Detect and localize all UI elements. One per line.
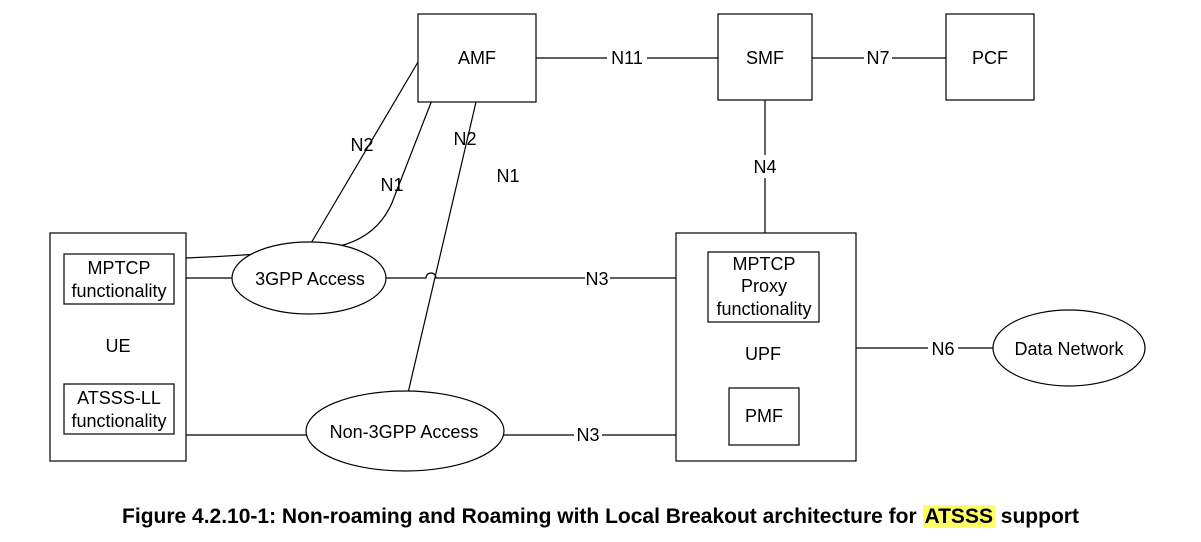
smf-label: SMF <box>746 48 784 68</box>
data-network-node <box>992 309 1146 387</box>
data-network-label: Data Network <box>1014 339 1124 359</box>
access-non3gpp-label: Non-3GPP Access <box>330 422 479 442</box>
access-3gpp-node <box>231 241 387 315</box>
ue-label: UE <box>105 336 130 356</box>
caption-prefix: Figure 4.2.10-1: Non-roaming and Roaming… <box>122 505 923 528</box>
node-labels: AMF SMF PCF MPTCP functionality UE ATSSS… <box>71 48 1124 442</box>
upf-proxy-box <box>707 251 820 323</box>
ue-mptcp-box <box>63 253 175 305</box>
ue-mptcp-label-2: functionality <box>71 281 166 301</box>
n1-non3gpp-label: N1 <box>496 166 519 186</box>
caption-suffix: support <box>994 505 1079 528</box>
n2-non3gpp-label: N2 <box>453 129 476 149</box>
smf-node <box>717 13 813 101</box>
upf-label: UPF <box>745 344 781 364</box>
pmf-box <box>728 387 800 446</box>
upf-proxy-label-2: Proxy <box>741 276 787 296</box>
n3-non3gpp-label: N3 <box>576 425 599 445</box>
amf-node <box>417 13 537 103</box>
architecture-diagram: AMF SMF PCF MPTCP functionality UE ATSSS… <box>49 13 1146 472</box>
ue-atsss-box <box>63 383 175 435</box>
ue-atsss-label-1: ATSSS-LL <box>77 388 161 408</box>
n6-label: N6 <box>931 339 954 359</box>
upf-proxy-label-3: functionality <box>716 299 811 319</box>
figure-caption: Figure 4.2.10-1: Non-roaming and Roaming… <box>0 505 1201 529</box>
nodes <box>49 13 1146 472</box>
edges <box>185 57 993 436</box>
n2-3gpp-label: N2 <box>350 135 373 155</box>
ue-atsss-label-2: functionality <box>71 411 166 431</box>
pcf-label: PCF <box>972 48 1008 68</box>
access-3gpp-label: 3GPP Access <box>255 269 365 289</box>
edge-amf-non3gpp-n2 <box>407 101 477 394</box>
ue-mptcp-label-1: MPTCP <box>88 258 151 278</box>
access-non3gpp-node <box>305 390 505 472</box>
caption-highlight: ATSSS <box>922 505 995 528</box>
pmf-label: PMF <box>745 406 783 426</box>
upf-proxy-label-1: MPTCP <box>733 254 796 274</box>
edge-amf-3gpp-n2 <box>306 61 419 251</box>
n7-label: N7 <box>866 48 889 68</box>
pcf-node <box>945 13 1035 101</box>
interface-labels: N11 N7 N4 N2 N1 N2 N1 N3 N3 N6 <box>350 48 954 445</box>
amf-label: AMF <box>458 48 496 68</box>
n1-3gpp-label: N1 <box>380 175 403 195</box>
n11-label: N11 <box>611 48 643 68</box>
edge-3gpp-upf-n3 <box>386 272 585 279</box>
n4-label: N4 <box>753 157 776 177</box>
n3-3gpp-label: N3 <box>585 269 608 289</box>
